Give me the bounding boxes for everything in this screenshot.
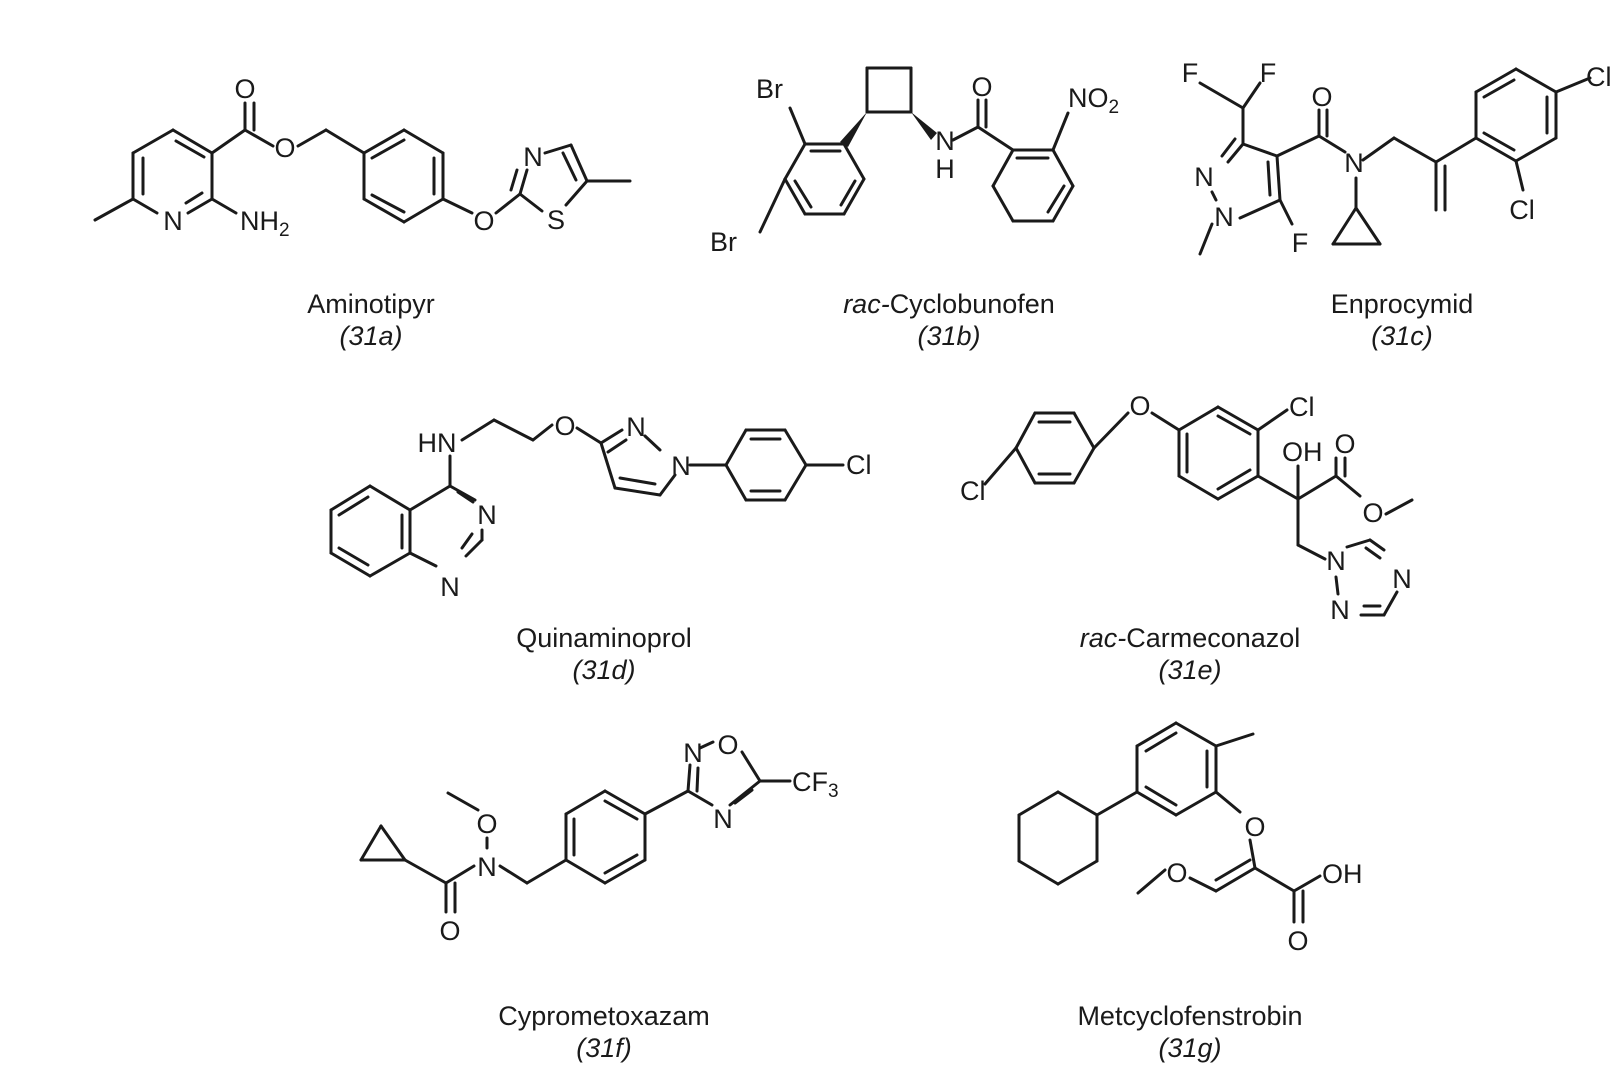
compound-name: rac-Cyclobunofen — [843, 289, 1055, 319]
atom-label: O — [274, 133, 295, 163]
atom-label: N — [1392, 564, 1412, 594]
atom-label: N — [1214, 202, 1234, 232]
atom-label: OH — [1282, 437, 1323, 467]
atom-label: N — [440, 572, 460, 602]
atom-label: H — [935, 154, 955, 184]
atom-label: F — [1292, 228, 1309, 258]
atom-label: N — [671, 451, 691, 481]
atom-label: O — [554, 411, 575, 441]
atom-label: N — [477, 500, 497, 530]
atom-label: N — [1330, 595, 1350, 625]
atom-label: N — [626, 412, 646, 442]
atom-label: S — [547, 205, 565, 235]
compound-code: (31c) — [1371, 321, 1433, 351]
compound-name: Enprocymid — [1330, 289, 1474, 319]
atom-label: O — [1287, 926, 1308, 956]
atom-label: CF3 — [792, 767, 839, 802]
atom-label: O — [1334, 429, 1355, 459]
compound-name: rac-Carmeconazol — [1079, 623, 1301, 653]
atom-label: O — [476, 809, 497, 839]
atom-label: NO2 — [1068, 83, 1119, 118]
compound-name: Metcyclofenstrobin — [1077, 1001, 1303, 1031]
atom-label: O — [971, 72, 992, 102]
atom-label: F — [1260, 58, 1277, 88]
structure-31d: HN O N N Cl N N — [329, 411, 872, 602]
compound-caption: rac-Cyclobunofen (31b) — [729, 288, 1169, 352]
atom-label: O — [234, 74, 255, 104]
atom-label: NH2 — [240, 206, 290, 241]
atom-label: N — [683, 738, 703, 768]
atom-label: OH — [1322, 859, 1363, 889]
atom-label: O — [1166, 858, 1187, 888]
atom-label: O — [439, 916, 460, 946]
atom-label: Cl — [846, 450, 872, 480]
atom-label: Cl — [960, 476, 986, 506]
atom-label: O — [1362, 498, 1383, 528]
atom-label: O — [473, 206, 494, 236]
compound-name: Aminotipyr — [307, 289, 435, 319]
compound-code: (31e) — [1158, 655, 1222, 685]
atom-label: O — [1311, 82, 1332, 112]
atom-label: N — [1344, 148, 1364, 178]
structure-31g: O O OH O — [1017, 721, 1363, 956]
structure-31c: F F O N N N F Cl Cl — [1182, 58, 1612, 258]
atom-label: O — [1129, 391, 1150, 421]
compound-caption: Enprocymid (31c) — [1182, 288, 1614, 352]
atom-label: Br — [756, 74, 783, 104]
compound-code: (31b) — [917, 321, 981, 351]
atom-label: Cl — [1509, 195, 1535, 225]
atom-label: O — [717, 730, 738, 760]
compound-code: (31a) — [339, 321, 403, 351]
compound-name: Quinaminoprol — [516, 623, 692, 653]
atom-label: N — [1194, 162, 1214, 192]
compound-caption: Metcyclofenstrobin (31g) — [970, 1000, 1410, 1064]
atom-label: N — [477, 852, 497, 882]
atom-label: N — [1326, 546, 1346, 576]
atom-label: HN — [418, 428, 457, 458]
compound-caption: rac-Carmeconazol (31e) — [970, 622, 1410, 686]
structure-31b: Br Br O N H NO2 — [710, 66, 1119, 257]
atom-label: N — [713, 804, 733, 834]
atom-label: F — [1182, 58, 1199, 88]
atom-label: Cl — [1586, 62, 1612, 92]
atom-label: N — [523, 142, 543, 172]
atom-label: O — [1244, 812, 1265, 842]
structure-31f: O N O N O N CF3 — [359, 730, 839, 946]
compound-code: (31g) — [1158, 1033, 1222, 1063]
atom-label: N — [163, 206, 183, 236]
atom-label: Cl — [1289, 392, 1315, 422]
compound-caption: Quinaminoprol (31d) — [384, 622, 824, 686]
compound-code: (31f) — [576, 1033, 632, 1063]
atom-label: Br — [710, 227, 737, 257]
compound-caption: Cyprometoxazam (31f) — [384, 1000, 824, 1064]
structure-31e: O Cl Cl OH O O N N N — [960, 391, 1414, 625]
structure-31a: O O N NH2 O N S — [93, 74, 632, 241]
compound-caption: Aminotipyr (31a) — [151, 288, 591, 352]
atom-label: N — [935, 126, 955, 156]
compound-code: (31d) — [572, 655, 636, 685]
compound-name: Cyprometoxazam — [498, 1001, 710, 1031]
